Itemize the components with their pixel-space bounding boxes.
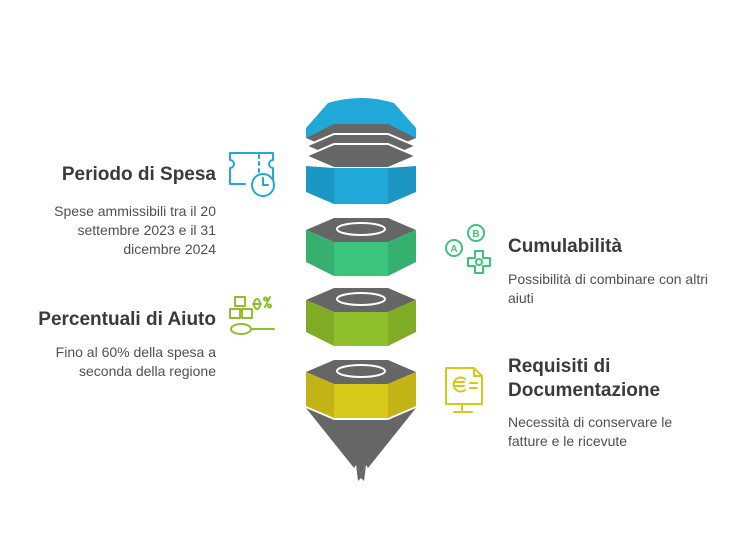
left-item-2-description: Fino al 60% della spesa a seconda della … (55, 344, 216, 379)
right-item-2-description: Necessità di conservare le fatture e le … (508, 414, 673, 449)
invoice-euro-icon (445, 367, 483, 413)
right-item-1: Cumulabilità Possibilità di combinare co… (508, 235, 713, 308)
left-item-1: Periodo di Spesa Spese ammissibili tra i… (20, 163, 216, 259)
yellow-tip-segment (306, 360, 416, 481)
combine-ab-icon: B A (445, 224, 491, 274)
left-item-2: Percentuali di Aiuto Fino al 60% della s… (20, 308, 216, 381)
left-item-2-title: Percentuali di Aiuto (38, 309, 216, 330)
scale-percent-icon (229, 296, 275, 335)
svg-text:A: A (450, 244, 457, 255)
right-item-1-description: Possibilità di combinare con altri aiuti (508, 271, 708, 306)
left-item-1-title: Periodo di Spesa (61, 164, 216, 185)
ticket-clock-icon (229, 152, 275, 197)
right-item-2-title: Requisiti di Documentazione (508, 356, 661, 401)
svg-text:B: B (472, 229, 479, 240)
right-item-1-title: Cumulabilità (508, 236, 623, 257)
green-segment (306, 218, 416, 276)
right-item-2: Requisiti di Documentazione Necessità di… (508, 355, 713, 451)
lime-segment (306, 288, 416, 346)
blue-cap-segment (303, 98, 419, 204)
left-item-1-description: Spese ammissibili tra il 20 settembre 20… (54, 203, 216, 257)
